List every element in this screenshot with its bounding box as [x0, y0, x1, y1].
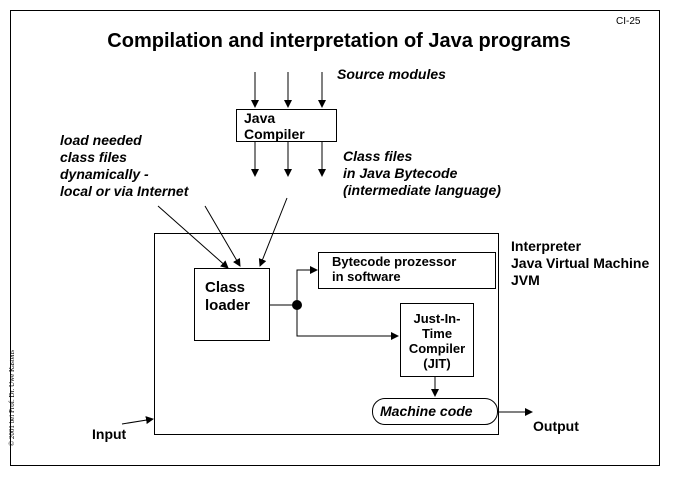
- class-loader-box: [194, 268, 270, 341]
- load-arrow-3: [258, 197, 288, 267]
- input-label: Input: [92, 426, 127, 442]
- copyright-notice: © 2001 bei Prof. Dr. Uwe Kastens: [8, 349, 16, 447]
- junction-to-jit: [296, 305, 399, 340]
- load-label-line4: local or via Internet: [60, 183, 189, 199]
- class-loader-label-line1: Class: [205, 279, 246, 296]
- java-compiler-label-line2: Compiler: [244, 126, 305, 142]
- java-compiler-label: Java Compiler: [244, 110, 305, 142]
- class-files-label-line3: (intermediate language): [343, 182, 501, 198]
- jit-compiler-label-line3: (JIT): [423, 356, 451, 371]
- input-arrow: [121, 416, 154, 425]
- bytecode-processor-label-line2: in software: [332, 269, 401, 284]
- load-label-line2: class files: [60, 149, 127, 165]
- interpreter-label-line2: Java Virtual Machine: [511, 255, 650, 271]
- bytecode-processor-label-line1: Bytecode prozessor: [332, 254, 457, 269]
- jvm-box: [154, 233, 499, 435]
- class-files-label-line1: Class files: [343, 148, 413, 164]
- load-arrow-2: [204, 205, 241, 267]
- interpreter-label: Interpreter Java Virtual Machine JVM: [511, 238, 649, 289]
- load-class-files-label: load needed class files dynamically - lo…: [60, 132, 188, 200]
- java-compiler-box: [236, 109, 337, 142]
- page-title: Compilation and interpretation of Java p…: [107, 30, 571, 52]
- jit-compiler-box: [400, 303, 474, 377]
- class-loader-label-line2: loader: [205, 297, 251, 314]
- machine-code-box: [372, 398, 498, 425]
- bytecode-processor-box: [318, 252, 496, 289]
- load-arrow-1: [157, 205, 229, 269]
- class-files-label: Class files in Java Bytecode (intermedia…: [343, 148, 501, 199]
- jit-compiler-label-line1: Just-In-Time: [413, 311, 461, 341]
- slide-frame: [10, 10, 660, 466]
- class-files-label-line2: in Java Bytecode: [343, 165, 458, 181]
- jit-compiler-label: Just-In-Time Compiler (JIT): [400, 311, 474, 371]
- class-loader-label: Class loader: [205, 279, 250, 315]
- junction-to-bytecode: [296, 266, 318, 305]
- output-label: Output: [533, 418, 579, 434]
- machine-code-label: Machine code: [380, 403, 473, 419]
- bytecode-processor-label: Bytecode prozessor in software: [332, 254, 456, 284]
- slide-id: CI-25: [616, 16, 641, 27]
- source-modules-label: Source modules: [337, 66, 446, 82]
- load-label-line3: dynamically -: [60, 166, 149, 182]
- interpreter-label-line3: JVM: [511, 272, 540, 288]
- interpreter-label-line1: Interpreter: [511, 238, 582, 254]
- load-label-line1: load needed: [60, 132, 142, 148]
- java-compiler-label-line1: Java: [244, 110, 276, 126]
- jit-compiler-label-line2: Compiler: [408, 341, 466, 356]
